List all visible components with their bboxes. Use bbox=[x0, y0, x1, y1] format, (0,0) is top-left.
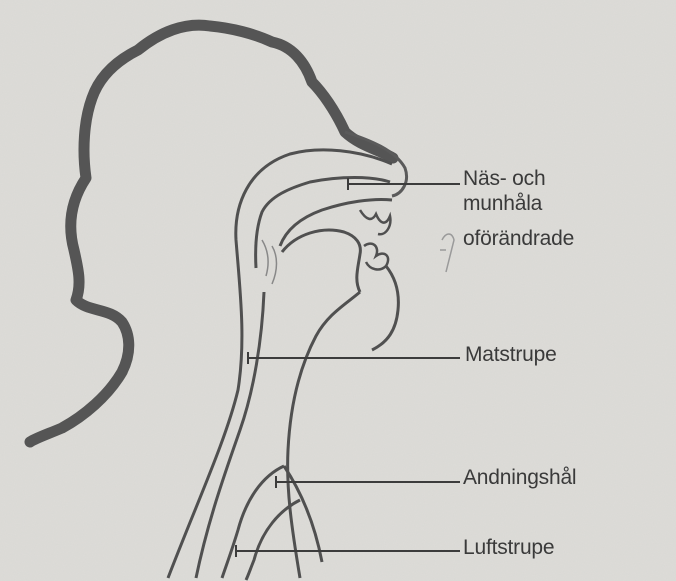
label-nasal-oral-line3: oförändrade bbox=[463, 227, 574, 251]
label-nasal-oral-line2: munhåla bbox=[463, 192, 542, 216]
label-trachea: Luftstrupe bbox=[463, 536, 554, 560]
label-esophagus: Matstrupe bbox=[465, 343, 557, 367]
faint-marks bbox=[440, 234, 454, 272]
label-breathing-hole: Andningshål bbox=[463, 466, 576, 490]
tongue-outline bbox=[282, 230, 360, 292]
lower-teeth bbox=[364, 244, 388, 270]
label-nasal-oral-line1: Näs- och bbox=[463, 167, 545, 191]
esophagus-inner-wall bbox=[196, 292, 264, 578]
epiglottis bbox=[262, 240, 277, 284]
stoma-inner-curve bbox=[246, 500, 300, 580]
upper-teeth bbox=[360, 210, 390, 234]
head-profile-outline bbox=[30, 25, 393, 442]
chin-outline bbox=[372, 266, 398, 350]
throat-front-wall bbox=[288, 292, 360, 578]
